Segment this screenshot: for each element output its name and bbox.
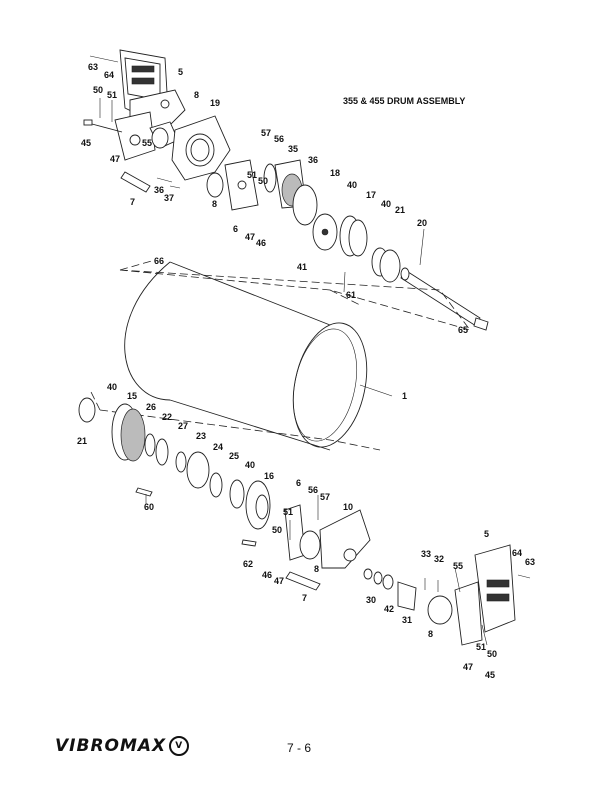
callout-label: 6 xyxy=(296,478,301,488)
callout-label: 22 xyxy=(162,412,172,422)
callout-label: 37 xyxy=(164,193,174,203)
callout-label: 51 xyxy=(476,642,486,652)
brand-mark-icon: V xyxy=(169,736,190,756)
callout-label: 66 xyxy=(154,256,164,266)
callout-label: 8 xyxy=(194,90,199,100)
callout-label: 33 xyxy=(421,549,431,559)
callout-label: 10 xyxy=(343,502,353,512)
callout-label: 50 xyxy=(258,176,268,186)
callout-label: 40 xyxy=(347,180,357,190)
diagram-title: 355 & 455 DRUM ASSEMBLY xyxy=(343,96,465,106)
callout-label: 57 xyxy=(261,128,271,138)
callout-label: 51 xyxy=(247,170,257,180)
callout-label: 23 xyxy=(196,431,206,441)
callout-label: 47 xyxy=(245,232,255,242)
callout-label: 55 xyxy=(453,561,463,571)
callout-label: 26 xyxy=(146,402,156,412)
callout-label: 40 xyxy=(107,382,117,392)
callout-label: 40 xyxy=(381,199,391,209)
callout-label: 30 xyxy=(366,595,376,605)
callout-label: 6 xyxy=(233,224,238,234)
callout-label: 50 xyxy=(487,649,497,659)
callout-label: 47 xyxy=(463,662,473,672)
callout-label: 63 xyxy=(88,62,98,72)
callout-label: 35 xyxy=(288,144,298,154)
callout-label: 61 xyxy=(346,290,356,300)
callout-label: 21 xyxy=(395,205,405,215)
callout-label: 27 xyxy=(178,421,188,431)
callout-label: 62 xyxy=(243,559,253,569)
callout-label: 64 xyxy=(512,548,522,558)
callout-label: 16 xyxy=(264,471,274,481)
leader-lines xyxy=(145,228,425,540)
callout-label: 55 xyxy=(142,138,152,148)
callout-label: 56 xyxy=(308,485,318,495)
callout-label: 51 xyxy=(107,90,117,100)
callout-label: 18 xyxy=(330,168,340,178)
callout-label: 15 xyxy=(127,391,137,401)
callout-label: 20 xyxy=(417,218,427,228)
callout-label: 60 xyxy=(144,502,154,512)
callout-label: 19 xyxy=(210,98,220,108)
callout-label: 56 xyxy=(274,134,284,144)
callout-label: 63 xyxy=(525,557,535,567)
callout-label: 8 xyxy=(314,564,319,574)
callout-label: 47 xyxy=(110,154,120,164)
upper-left-parts xyxy=(120,115,259,211)
callout-label: 7 xyxy=(302,593,307,603)
callout-label: 46 xyxy=(262,570,272,580)
lower-left-parts xyxy=(78,397,271,547)
callout-label: 8 xyxy=(212,199,217,209)
callout-label: 40 xyxy=(245,460,255,470)
callout-label: 25 xyxy=(229,451,239,461)
callout-label: 42 xyxy=(384,604,394,614)
callout-label: 24 xyxy=(213,442,223,452)
brand-name: VIBROMAX xyxy=(55,736,167,756)
callout-label: 32 xyxy=(434,554,444,564)
callout-label: 17 xyxy=(366,190,376,200)
callout-label: 45 xyxy=(81,138,91,148)
callout-label: 65 xyxy=(458,325,468,335)
callout-label: 7 xyxy=(130,197,135,207)
lower-right-parts xyxy=(284,504,531,646)
callout-label: 57 xyxy=(320,492,330,502)
callout-label: 45 xyxy=(485,670,495,680)
callout-label: 1 xyxy=(402,391,407,401)
callout-label: 21 xyxy=(77,436,87,446)
callout-label: 8 xyxy=(428,629,433,639)
callout-label: 50 xyxy=(93,85,103,95)
callout-label: 51 xyxy=(283,507,293,517)
callout-label: 46 xyxy=(256,238,266,248)
callout-label: 36 xyxy=(308,155,318,165)
page-number: 7 - 6 xyxy=(287,741,312,755)
callout-label: 31 xyxy=(402,615,412,625)
callout-label: 5 xyxy=(178,67,183,77)
callout-label: 36 xyxy=(154,185,164,195)
callout-label: 64 xyxy=(104,70,114,80)
drive-hub-parts xyxy=(263,159,489,331)
callout-label: 5 xyxy=(484,529,489,539)
callout-label: 47 xyxy=(274,576,284,586)
drum-shell xyxy=(89,259,472,451)
callout-label: 41 xyxy=(297,262,307,272)
callout-labels: 63 64 5 50 51 8 19 45 55 47 7 36 37 57 5… xyxy=(77,62,535,680)
callout-label: 50 xyxy=(272,525,282,535)
